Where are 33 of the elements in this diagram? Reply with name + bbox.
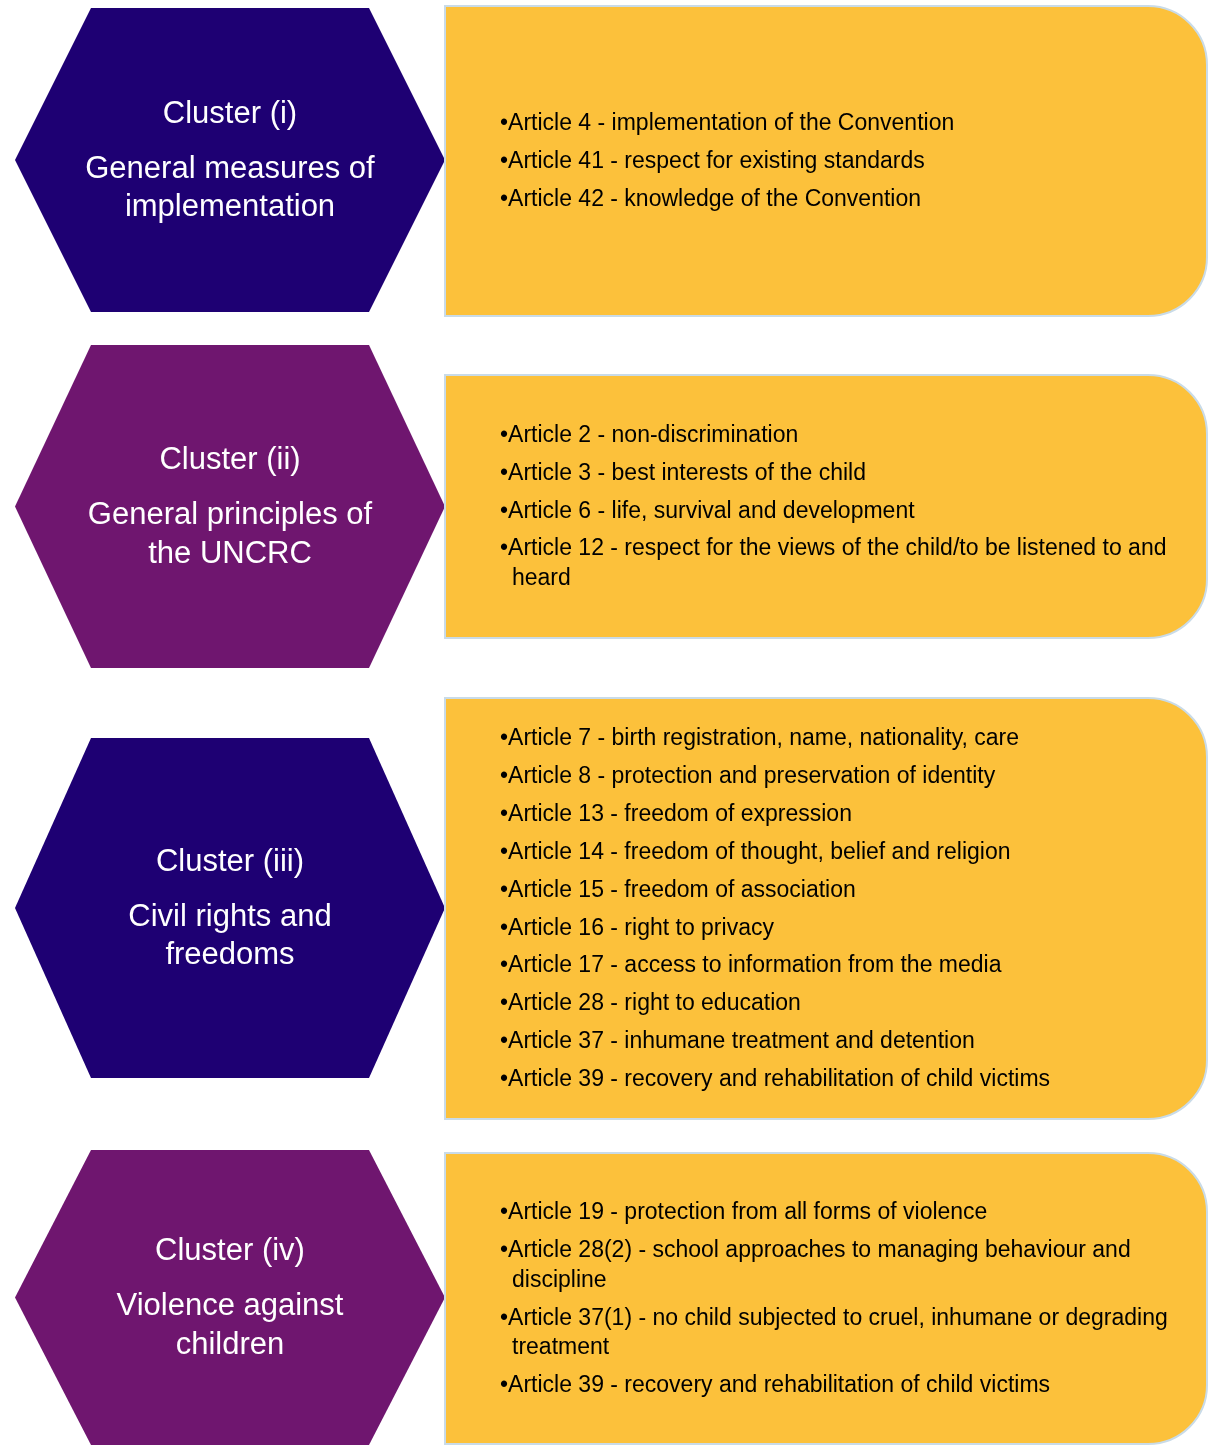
article-item: •Article 37 - inhumane treatment and detention bbox=[500, 1026, 976, 1056]
article-item: •Article 3 - best interests of the child bbox=[500, 457, 867, 487]
article-item: •Article 41 - respect for existing standards bbox=[500, 146, 926, 176]
article-item: •Article 28(2) - school approaches to managing behaviour and discipline bbox=[500, 1234, 1132, 1294]
cluster-title: General measures of implementation bbox=[84, 148, 376, 226]
article-item: •Article 42 - knowledge of the Convention bbox=[500, 183, 923, 213]
article-item: •Article 4 - implementation of the Convention bbox=[500, 108, 955, 138]
cluster-title: Violence against children bbox=[115, 1286, 345, 1363]
article-item: •Article 2 - non-discrimination bbox=[500, 419, 800, 449]
article-item: •Article 14 - freedom of thought, belief and religion bbox=[500, 836, 1012, 866]
cluster-title: Civil rights and freedoms bbox=[127, 896, 333, 974]
article-item: •Article 8 - protection and preservation of identity bbox=[500, 760, 997, 790]
article-item: •Article 13 - freedom of expression bbox=[500, 798, 853, 828]
article-item: •Article 17 - access to information from the media bbox=[500, 950, 1003, 980]
cluster-heading: Cluster (i) bbox=[162, 93, 298, 132]
article-list-panel bbox=[444, 374, 1208, 639]
article-item: •Article 6 - life, survival and development bbox=[500, 495, 916, 525]
cluster-title: General principles of the UNCRC bbox=[86, 495, 374, 572]
cluster-heading: Cluster (ii) bbox=[159, 440, 301, 479]
article-list-panel bbox=[444, 5, 1208, 317]
article-item: •Article 12 - respect for the views of the child/to be listened to and heard bbox=[500, 533, 1168, 593]
article-item: •Article 39 - recovery and rehabilitation of child victims bbox=[500, 1370, 1052, 1400]
article-item: •Article 19 - protection from all forms of violence bbox=[500, 1196, 989, 1226]
article-item: •Article 7 - birth registration, name, nationality, care bbox=[500, 723, 1020, 753]
article-item: •Article 15 - freedom of association bbox=[500, 874, 857, 904]
article-list-panel bbox=[444, 1152, 1208, 1445]
article-item: •Article 37(1) - no child subjected to cruel, inhumane or degrading treatment bbox=[500, 1302, 1169, 1362]
cluster-heading: Cluster (iii) bbox=[155, 841, 305, 880]
article-list-panel bbox=[444, 697, 1208, 1120]
article-item: •Article 39 - recovery and rehabilitation of child victims bbox=[500, 1064, 1051, 1094]
article-item: •Article 28 - right to education bbox=[500, 988, 802, 1018]
cluster-heading: Cluster (iv) bbox=[155, 1231, 305, 1270]
article-item: •Article 16 - right to privacy bbox=[500, 912, 775, 942]
